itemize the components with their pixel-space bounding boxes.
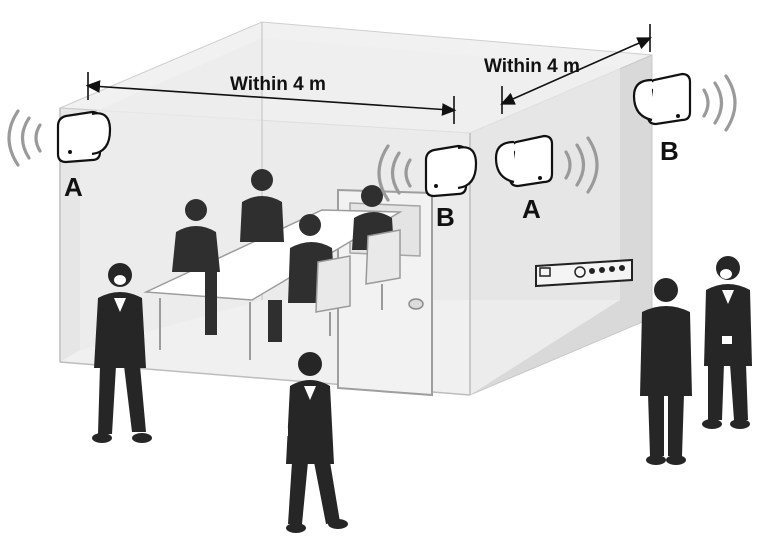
speaker-a-side: A <box>494 134 599 224</box>
speaker-label: B <box>660 136 679 166</box>
amplifier-unit <box>535 258 633 288</box>
chair <box>315 255 351 336</box>
dimension-front: Within 4 m <box>85 72 457 124</box>
chair <box>365 229 401 310</box>
speaker-label: B <box>436 202 455 232</box>
standing-person-left <box>92 263 152 443</box>
dimension-label-front: Within 4 m <box>230 74 326 95</box>
seated-person <box>172 199 220 335</box>
door-handle <box>408 298 424 310</box>
standing-person-right-front <box>702 256 752 429</box>
speaker-b-corner: B <box>377 144 478 232</box>
seated-person <box>240 169 284 242</box>
speaker-a-left: A <box>7 109 112 202</box>
speaker-b-far: B <box>632 72 737 166</box>
dimension-side: Within 4 m <box>484 24 652 114</box>
standing-person-right-back <box>640 278 692 465</box>
standing-person-center <box>278 352 348 533</box>
dimension-label-side: Within 4 m <box>484 56 580 77</box>
speaker-label: A <box>522 194 541 224</box>
speaker-label: A <box>64 172 83 202</box>
